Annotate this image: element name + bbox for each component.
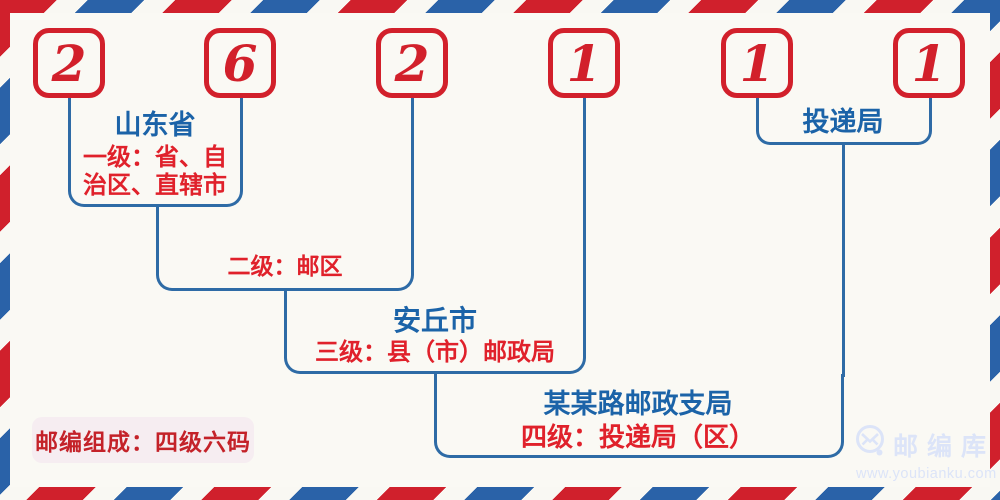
- level3-place-label: 安丘市: [392, 305, 477, 336]
- postal-digit-box-3: 2: [376, 28, 448, 98]
- composition-badge-text: 邮编组成：四级六码: [35, 430, 251, 455]
- envelope-icon: [854, 424, 888, 465]
- level3-desc-label: 三级：县（市）邮政局: [315, 339, 555, 366]
- postal-digit-box-6: 1: [893, 28, 965, 98]
- postal-digit-5: 1: [739, 33, 775, 93]
- level2-desc-label: 二级：邮区: [227, 253, 343, 279]
- connector-line-delivery: [841, 145, 845, 377]
- postal-digit-box-4: 1: [548, 28, 620, 98]
- bracket-delivery: [755, 98, 932, 145]
- watermark-url: www.youbianku.com: [856, 466, 997, 482]
- postal-digit-4: 1: [566, 33, 602, 93]
- postal-digit-2: 6: [222, 33, 258, 93]
- postal-digit-1: 2: [51, 33, 87, 93]
- bracket-level3: [284, 291, 586, 374]
- watermark-brand: 邮编库: [893, 432, 996, 461]
- postal-digit-box-2: 6: [204, 28, 276, 98]
- level1-desc-label: 一级：省、自治区、直辖市: [83, 144, 227, 200]
- level4-place-label: 某某路邮政支局: [543, 389, 733, 419]
- site-watermark: 邮编库 www.youbianku.com: [854, 424, 997, 482]
- connector-line-digit3: [410, 98, 414, 210]
- bracket-level2: [156, 207, 414, 291]
- bracket-level1: [67, 98, 243, 207]
- level1-place-label: 山东省: [114, 110, 196, 140]
- airmail-border-canvas: [10, 13, 990, 487]
- postal-digit-box-5: 1: [721, 28, 793, 98]
- postal-digit-box-1: 2: [33, 28, 105, 98]
- connector-line-digit4: [582, 98, 586, 294]
- level4-desc-label: 四级：投递局（区）: [520, 422, 755, 452]
- composition-badge: 邮编组成：四级六码: [32, 417, 254, 463]
- delivery-place-label: 投递局: [802, 107, 884, 137]
- postal-digit-3: 2: [394, 33, 430, 93]
- postal-digit-6: 1: [911, 33, 947, 93]
- bracket-level4: [433, 374, 844, 458]
